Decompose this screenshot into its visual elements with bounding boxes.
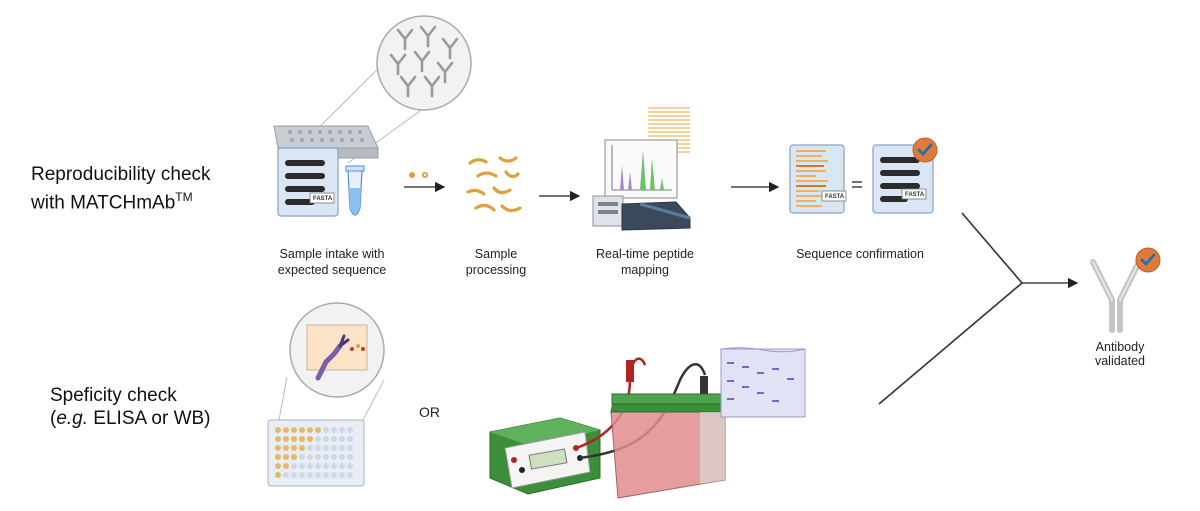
converge-line-top [961,212,1023,284]
reproducibility-line1: Reproducibility check [31,164,211,185]
fasta-tag-1: FASTA [313,196,333,202]
trademark-superscript: TM [175,190,193,204]
reproducibility-line2: with MATCHmAb [31,192,176,214]
mass-spectrometer-icon [592,107,691,231]
specificity-line1: Speficity check [50,385,177,406]
enzyme-reagent-icon [409,172,428,178]
step-3-line2: mapping [621,263,669,277]
western-blot-icon [489,347,806,499]
antibody-validated-label: Antibody validated [1094,340,1146,368]
step-sample-intake-label: Sample intake with expected sequence [262,246,402,278]
confirmed-fasta-icon: FASTA [872,137,938,214]
reproducibility-check-label: Reproducibility check with MATCHmAbTM [31,163,211,214]
sample-intake-icon: FASTA [273,125,379,217]
step-2-line2: processing [465,263,527,277]
fasta-tag-2: FASTA [825,194,845,200]
sequence-document-icon: FASTA [789,144,847,214]
specificity-eg: e.g. [56,408,89,429]
specificity-line2: ELISA or WB) [88,408,211,429]
step-sequence-confirmation-label: Sequence confirmation [785,246,935,262]
equals-sign [852,181,862,188]
peptide-fragments-icon [466,156,522,213]
step-peptide-mapping-label: Real-time peptide mapping [580,246,710,278]
fasta-tag-3: FASTA [905,192,925,198]
step-1-line1: Sample intake with [279,247,385,261]
step-3-line1: Real-time peptide [596,247,694,261]
step-2-line1: Sample [474,247,518,261]
converge-line-bottom [878,282,1023,405]
step-1-line2: expected sequence [277,263,387,277]
validated-antibody-icon [1090,247,1161,333]
step-4-line1: Sequence confirmation [796,247,924,261]
or-label: OR [419,404,440,420]
specificity-check-label: Speficity check (e.g. ELISA or WB) [50,385,211,429]
step-sample-processing-label: Sample processing [441,246,551,278]
elisa-icon [267,302,385,487]
